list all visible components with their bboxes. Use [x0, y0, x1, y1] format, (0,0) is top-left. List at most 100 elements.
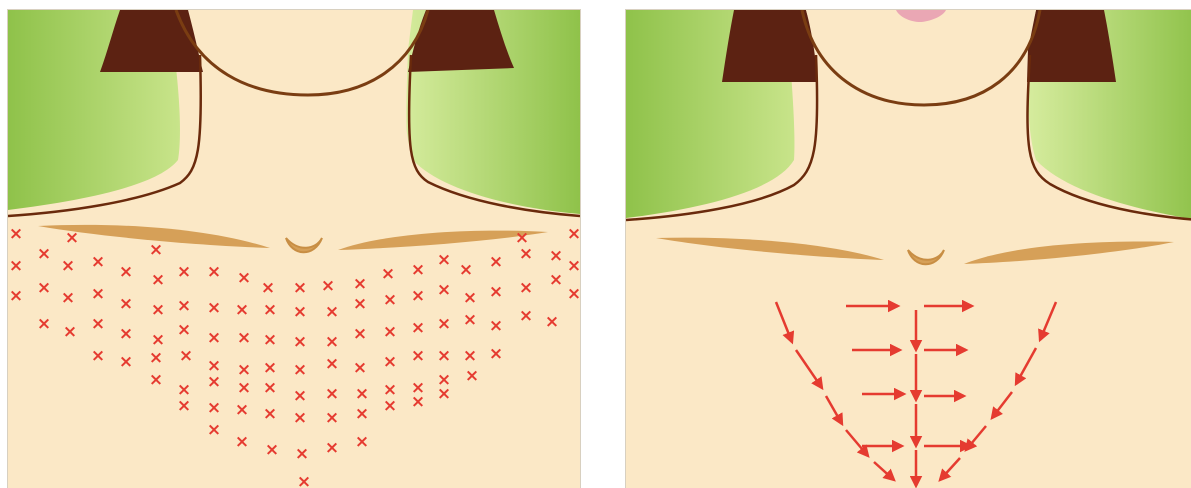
- injection-point-marker: ×: [177, 396, 191, 416]
- injection-point-marker: ×: [321, 276, 335, 296]
- injection-point-marker: ×: [293, 360, 307, 380]
- injection-point-marker: ×: [179, 346, 193, 366]
- injection-point-marker: ×: [149, 370, 163, 390]
- injection-point-marker: ×: [37, 314, 51, 334]
- injection-point-marker: ×: [37, 244, 51, 264]
- injection-point-marker: ×: [207, 420, 221, 440]
- injection-point-marker: ×: [207, 298, 221, 318]
- injection-point-marker: ×: [567, 256, 580, 276]
- injection-point-marker: ×: [237, 360, 251, 380]
- injection-point-marker: ×: [293, 386, 307, 406]
- injection-point-marker: ×: [293, 408, 307, 428]
- hair-right: [1021, 10, 1116, 82]
- injection-point-marker: ×: [149, 240, 163, 260]
- injection-point-marker: ×: [151, 300, 165, 320]
- injection-point-marker: ×: [263, 378, 277, 398]
- injection-point-marker: ×: [235, 400, 249, 420]
- injection-point-marker: ×: [411, 392, 425, 412]
- injection-point-marker: ×: [151, 330, 165, 350]
- injection-point-marker: ×: [383, 352, 397, 372]
- injection-point-marker: ×: [437, 250, 451, 270]
- injection-point-marker: ×: [355, 404, 369, 424]
- injection-point-marker: ×: [177, 262, 191, 282]
- injection-point-marker: ×: [149, 348, 163, 368]
- injection-point-marker: ×: [177, 296, 191, 316]
- injection-point-marker: ×: [65, 228, 79, 248]
- illustration-panel-left: ××××××××××××××××××××××××××××××××××××××××…: [8, 10, 580, 488]
- injection-point-marker: ×: [437, 314, 451, 334]
- injection-point-marker: ×: [383, 396, 397, 416]
- injection-point-marker: ×: [353, 324, 367, 344]
- injection-point-marker: ×: [549, 246, 563, 266]
- injection-point-marker: ×: [119, 262, 133, 282]
- injection-point-marker: ×: [293, 332, 307, 352]
- injection-point-marker: ×: [519, 306, 533, 326]
- injection-point-marker: ×: [237, 328, 251, 348]
- injection-point-marker: ×: [119, 294, 133, 314]
- illustration-panel-right: [626, 10, 1191, 488]
- injection-point-marker: ×: [459, 260, 473, 280]
- injection-point-marker: ×: [437, 384, 451, 404]
- injection-point-marker: ×: [567, 284, 580, 304]
- injection-point-marker: ×: [265, 440, 279, 460]
- injection-point-marker: ×: [545, 312, 559, 332]
- injection-point-marker: ×: [489, 282, 503, 302]
- injection-point-marker: ×: [325, 408, 339, 428]
- injection-point-marker: ×: [411, 286, 425, 306]
- injection-point-marker: ×: [207, 372, 221, 392]
- injection-point-marker: ×: [263, 404, 277, 424]
- injection-point-marker: ×: [293, 278, 307, 298]
- injection-point-marker: ×: [353, 358, 367, 378]
- injection-point-marker: ×: [91, 314, 105, 334]
- injection-point-marker: ×: [489, 252, 503, 272]
- injection-point-marker: ×: [567, 224, 580, 244]
- injection-point-marker: ×: [91, 346, 105, 366]
- injection-point-marker: ×: [325, 302, 339, 322]
- injection-point-marker: ×: [61, 288, 75, 308]
- injection-point-marker: ×: [263, 358, 277, 378]
- injection-point-marker: ×: [119, 324, 133, 344]
- injection-point-marker: ×: [463, 310, 477, 330]
- injection-point-marker: ×: [235, 432, 249, 452]
- injection-point-marker: ×: [263, 330, 277, 350]
- injection-point-marker: ×: [411, 346, 425, 366]
- injection-point-marker: ×: [355, 384, 369, 404]
- injection-point-marker: ×: [207, 328, 221, 348]
- injection-point-marker: ×: [9, 224, 23, 244]
- injection-point-marker: ×: [9, 286, 23, 306]
- injection-point-marker: ×: [63, 322, 77, 342]
- injection-point-marker: ×: [91, 284, 105, 304]
- injection-point-marker: ×: [9, 256, 23, 276]
- injection-point-marker: ×: [463, 346, 477, 366]
- injection-point-marker: ×: [325, 438, 339, 458]
- injection-point-marker: ×: [177, 320, 191, 340]
- injection-point-marker: ×: [489, 316, 503, 336]
- injection-point-marker: ×: [293, 302, 307, 322]
- injection-point-marker: ×: [119, 352, 133, 372]
- injection-point-marker: ×: [325, 384, 339, 404]
- injection-point-marker: ×: [383, 322, 397, 342]
- injection-point-marker: ×: [151, 270, 165, 290]
- injection-point-marker: ×: [437, 280, 451, 300]
- injection-point-marker: ×: [489, 344, 503, 364]
- injection-point-marker: ×: [437, 346, 451, 366]
- injection-point-marker: ×: [383, 290, 397, 310]
- injection-point-marker: ×: [237, 268, 251, 288]
- neck-illustration-right: [626, 10, 1191, 488]
- injection-point-marker: ×: [37, 278, 51, 298]
- injection-point-marker: ×: [519, 278, 533, 298]
- injection-point-marker: ×: [355, 432, 369, 452]
- injection-point-marker: ×: [297, 472, 311, 488]
- injection-point-marker: ×: [325, 332, 339, 352]
- injection-point-marker: ×: [353, 274, 367, 294]
- injection-point-marker: ×: [235, 300, 249, 320]
- injection-point-marker: ×: [325, 354, 339, 374]
- injection-point-marker: ×: [411, 318, 425, 338]
- injection-point-marker: ×: [207, 262, 221, 282]
- injection-point-marker: ×: [237, 378, 251, 398]
- injection-point-marker: ×: [61, 256, 75, 276]
- injection-point-marker: ×: [91, 252, 105, 272]
- injection-point-marker: ×: [263, 300, 277, 320]
- injection-point-marker: ×: [465, 366, 479, 386]
- injection-point-marker: ×: [353, 294, 367, 314]
